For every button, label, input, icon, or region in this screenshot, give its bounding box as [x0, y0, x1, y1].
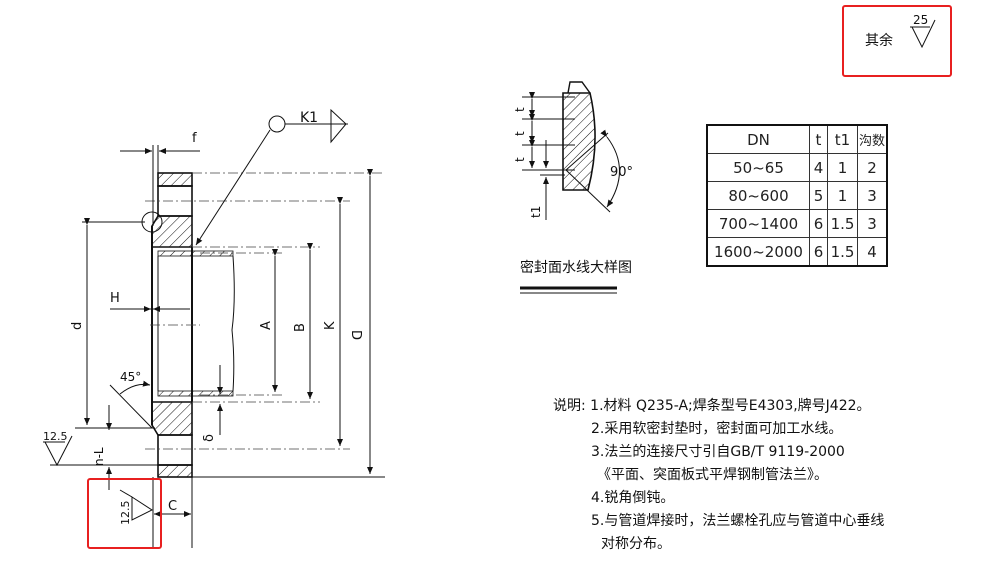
roughness-symbol-remaining	[910, 19, 936, 49]
t-label-1: t	[513, 107, 527, 112]
flange-section	[141, 172, 235, 478]
roughness-left-value: 12.5	[43, 430, 68, 443]
k1-label: K1	[300, 110, 318, 126]
dimension-lines	[84, 108, 373, 517]
t1-label: t1	[529, 206, 543, 218]
roughness-symbol-bottom	[119, 489, 154, 521]
f-label: f	[192, 131, 197, 146]
header-t1: t1	[827, 124, 858, 154]
roughness-symbol-left	[43, 435, 73, 467]
highlight-box-remaining	[842, 5, 952, 77]
extension-lines	[50, 145, 385, 548]
d-label: d	[70, 322, 85, 330]
note-item: 《平面、突面板式平焊钢制管法兰》。	[597, 467, 828, 483]
detail-title: 密封面水线大样图	[520, 259, 632, 276]
angle-45-label: 45°	[120, 370, 141, 384]
h-label: H	[110, 291, 120, 306]
delta-label: δ	[202, 434, 217, 442]
highlight-box-bottom-roughness	[87, 478, 162, 549]
notes: 说明: 1.材料 Q235-A;焊条型号E4303,牌号J422。 2.采用软密…	[553, 395, 884, 556]
notes-prefix: 说明:	[553, 398, 586, 414]
note-item: 1.材料 Q235-A;焊条型号E4303,牌号J422。	[590, 398, 871, 414]
t-label-3: t	[513, 157, 527, 162]
t-label-2: t	[513, 131, 527, 136]
header-groove-count: 沟数	[857, 124, 888, 154]
roughness-bottom-value: 12.5	[119, 501, 132, 526]
D-label: D	[348, 330, 363, 340]
note-item: 3.法兰的连接尺寸引自GB/T 9119-2000	[591, 444, 845, 460]
k-label: K	[323, 321, 338, 330]
note-item: 2.采用软密封垫时，密封面可加工水线。	[591, 421, 843, 437]
b-label: B	[293, 323, 308, 332]
note-item: 5.与管道焊接时，法兰螺栓孔应与管道中心垂线	[591, 513, 885, 529]
note-item: 4.锐角倒钝。	[591, 490, 675, 506]
angle-90-label: 90°	[610, 165, 633, 180]
table-header-row: DN t t1 沟数	[706, 124, 888, 154]
note-item: 对称分布。	[601, 536, 671, 552]
remaining-roughness-value: 25	[913, 13, 928, 27]
sealing-face-detail	[522, 81, 620, 220]
n-l-label: n-L	[92, 447, 106, 466]
header-dn: DN	[706, 124, 810, 154]
header-t: t	[809, 124, 828, 154]
c-label: C	[168, 499, 177, 514]
a-label: A	[259, 321, 274, 330]
remaining-label: 其余	[865, 32, 893, 49]
